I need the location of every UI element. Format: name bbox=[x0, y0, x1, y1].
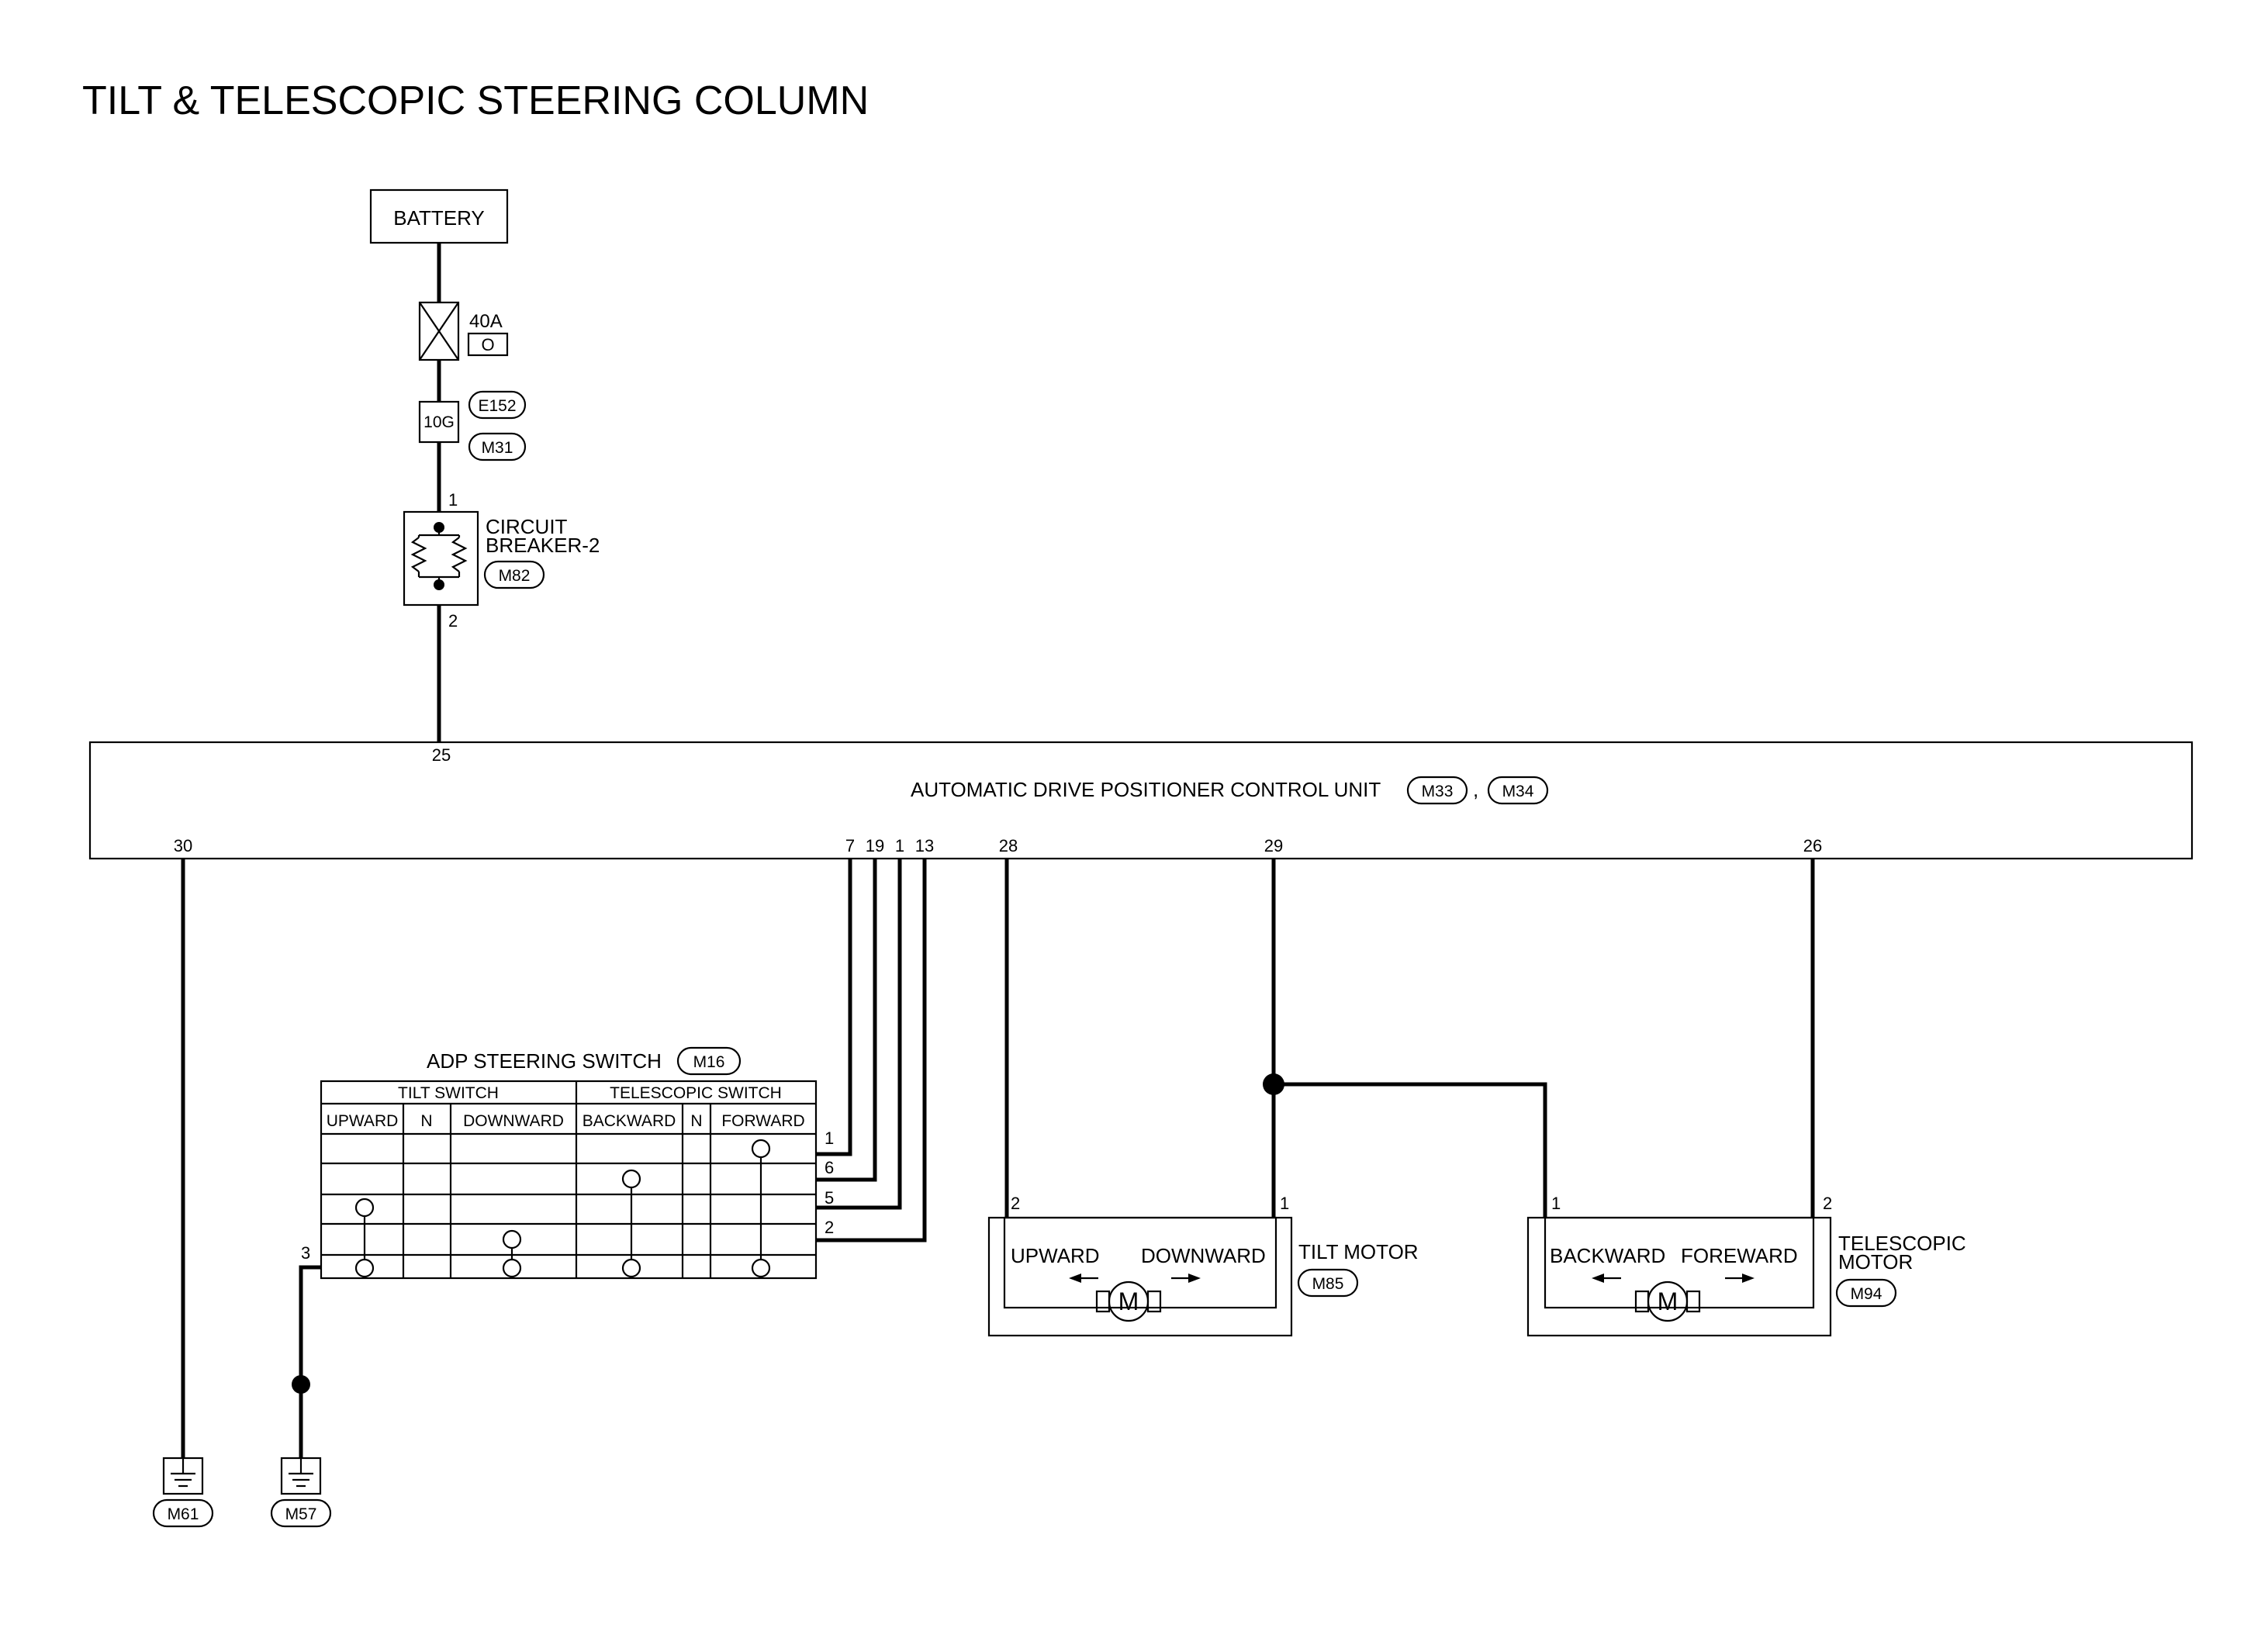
battery: BATTERY bbox=[369, 188, 509, 244]
fuse-rating: 40A bbox=[469, 311, 503, 332]
fuse-location: O bbox=[481, 335, 494, 354]
cb-pin-2: 2 bbox=[448, 611, 458, 631]
cu-pin-7: 7 bbox=[845, 836, 855, 855]
tilt-dir-downward: DOWNWARD bbox=[1141, 1244, 1266, 1267]
adp-steering-switch: ADP STEERING SWITCH M16 TILT SWITCH TELE… bbox=[301, 1046, 834, 1280]
tele-dir-backward: BACKWARD bbox=[1550, 1244, 1665, 1267]
connector-separator: , bbox=[1473, 778, 1478, 801]
telescopic-motor: 1 2 BACKWARD FOREWARD M TELESCOPIC MOTOR… bbox=[1526, 1194, 1966, 1337]
tele-motor-label-1: TELESCOPIC bbox=[1838, 1232, 1966, 1255]
col-backward: BACKWARD bbox=[583, 1112, 676, 1130]
col-n-tilt: N bbox=[420, 1112, 432, 1130]
tilt-motor-label: TILT MOTOR bbox=[1298, 1240, 1419, 1263]
ground-m61: M61 bbox=[152, 1457, 214, 1528]
col-forward: FORWARD bbox=[721, 1112, 804, 1130]
battery-label: BATTERY bbox=[393, 206, 485, 230]
wires bbox=[181, 859, 1815, 1458]
col-upward: UPWARD bbox=[327, 1112, 399, 1130]
control-unit: 25 AUTOMATIC DRIVE POSITIONER CONTROL UN… bbox=[88, 741, 2194, 860]
fusible-link-label: 10G bbox=[424, 413, 455, 431]
cu-pin-29: 29 bbox=[1264, 836, 1283, 855]
switch-pin-1: 1 bbox=[825, 1128, 834, 1148]
connector-m85: M85 bbox=[1312, 1275, 1344, 1293]
tele-pin-1: 1 bbox=[1551, 1194, 1561, 1213]
page-title: TILT & TELESCOPIC STEERING COLUMN bbox=[82, 78, 869, 123]
connector-m57: M57 bbox=[285, 1505, 317, 1523]
cu-pin-25: 25 bbox=[432, 745, 451, 765]
tele-motor-label-2: MOTOR bbox=[1838, 1250, 1913, 1274]
col-n-tele: N bbox=[690, 1112, 702, 1130]
tele-pin-2: 2 bbox=[1823, 1194, 1832, 1213]
cu-pin-1: 1 bbox=[895, 836, 904, 855]
ground-m57: M57 bbox=[270, 1457, 332, 1528]
cu-pin-30: 30 bbox=[174, 836, 192, 855]
fusible-link-10g: 10G E152 M31 bbox=[418, 390, 527, 461]
cb-pin-1: 1 bbox=[448, 490, 458, 510]
tilt-switch-header: TILT SWITCH bbox=[398, 1084, 499, 1102]
tilt-pin-1: 1 bbox=[1280, 1194, 1289, 1213]
connector-m33: M33 bbox=[1422, 783, 1454, 800]
cu-pin-26: 26 bbox=[1803, 836, 1822, 855]
cu-pin-19: 19 bbox=[866, 836, 884, 855]
switch-pin-5: 5 bbox=[825, 1188, 834, 1208]
tilt-motor-symbol: M bbox=[1118, 1287, 1139, 1315]
connector-m31: M31 bbox=[482, 439, 513, 457]
control-unit-label: AUTOMATIC DRIVE POSITIONER CONTROL UNIT bbox=[911, 778, 1381, 801]
connector-m16: M16 bbox=[693, 1053, 725, 1071]
circuit-breaker-2: 1 2 CIRCUIT BREAKER-2 M82 bbox=[403, 490, 600, 631]
connector-m61: M61 bbox=[168, 1505, 199, 1523]
tele-motor-symbol: M bbox=[1658, 1287, 1678, 1315]
tilt-pin-2: 2 bbox=[1011, 1194, 1020, 1213]
connector-m34: M34 bbox=[1502, 783, 1534, 800]
adp-switch-label: ADP STEERING SWITCH bbox=[427, 1049, 662, 1073]
col-downward: DOWNWARD bbox=[463, 1112, 564, 1130]
tilt-dir-upward: UPWARD bbox=[1011, 1244, 1100, 1267]
tele-dir-foreward: FOREWARD bbox=[1681, 1244, 1798, 1267]
connector-m94: M94 bbox=[1851, 1285, 1882, 1303]
cu-pin-28: 28 bbox=[999, 836, 1018, 855]
switch-pin-6: 6 bbox=[825, 1158, 834, 1177]
connector-m82: M82 bbox=[499, 567, 531, 585]
fuse-40a: 40A O bbox=[418, 301, 509, 361]
switch-pin-3: 3 bbox=[301, 1243, 310, 1263]
cb-label-2: BREAKER-2 bbox=[486, 534, 600, 557]
connector-e152: E152 bbox=[478, 397, 516, 415]
cb-label-1: CIRCUIT bbox=[486, 515, 568, 538]
telescopic-switch-header: TELESCOPIC SWITCH bbox=[610, 1084, 782, 1102]
tilt-motor: 2 1 UPWARD DOWNWARD M TILT MOTOR M85 bbox=[987, 1194, 1419, 1337]
cu-pin-13: 13 bbox=[915, 836, 934, 855]
switch-pin-2: 2 bbox=[825, 1218, 834, 1237]
